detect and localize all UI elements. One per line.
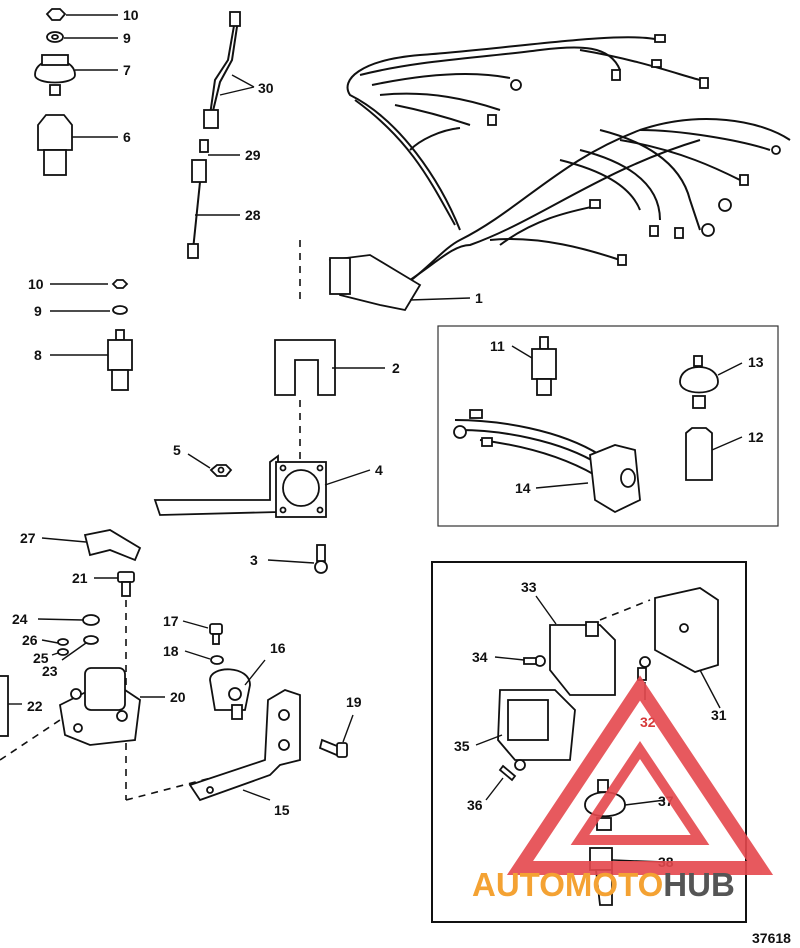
callout-21: 21 [72,570,88,586]
callout-18: 18 [163,643,179,659]
callout-28: 28 [245,207,261,223]
callout-15: 15 [274,802,290,818]
callout-10: 10 [123,7,139,23]
hex-nut [209,464,233,477]
screw-32 [637,656,651,681]
screw [314,544,328,574]
module-33 [549,621,616,696]
callout-22: 22 [27,698,43,714]
assembly-line [599,599,651,621]
callout-17: 17 [163,613,179,629]
callout-6: 6 [123,129,131,145]
callout-33: 33 [521,579,537,595]
bolt-21 [117,571,135,597]
callout-1: 1 [475,290,483,306]
callout-36: 36 [467,797,483,813]
watermark-logo [506,675,774,875]
callout-3: 3 [250,552,258,568]
callout-34: 34 [472,649,488,665]
clip-27 [83,529,142,562]
callout-23: 23 [42,663,58,679]
callout-20: 20 [170,689,186,705]
screw-36 [498,759,526,782]
callout-19: 19 [346,694,362,710]
adapter-12 [685,427,713,481]
diagram-id: 37618 [752,930,791,946]
callout-26: 26 [22,632,38,648]
leader-lines [8,14,743,863]
watermark-text: AUTOMOTOHUB [472,866,735,903]
callout-9: 9 [123,30,131,46]
callouts: 10 9 7 6 30 29 28 1 2 4 5 3 10 9 8 27 21… [12,7,764,870]
inset-box-sensors [437,325,779,527]
callout-12: 12 [748,429,764,445]
bolt-19 [318,738,348,758]
watermark-inner-triangle [570,740,710,845]
washer-18 [210,655,224,665]
callout-29: 29 [245,147,261,163]
sensor-stack-top [34,8,76,176]
mounting-bracket [153,454,327,518]
wiring-harness [328,34,791,312]
part-22 [0,675,9,737]
callout-24: 24 [12,611,28,627]
callout-30: 30 [258,80,274,96]
coil-14 [453,409,641,514]
callout-2: 2 [392,360,400,376]
wire-leads [187,11,241,259]
screw-34 [523,655,546,667]
callout-8: 8 [34,347,42,363]
callout-16: 16 [270,640,286,656]
callout-25: 25 [33,650,49,666]
bracket-15 [188,689,301,802]
callout-9: 9 [34,303,42,319]
watermark-hub: HUB [663,866,735,903]
bracket-31 [654,587,719,673]
watermark-auto: AUTO [472,866,565,903]
callout-5: 5 [173,442,181,458]
callout-27: 27 [20,530,36,546]
screw-17 [209,623,223,645]
callout-11: 11 [490,338,505,354]
watermark-triangle [506,675,774,875]
callout-10: 10 [28,276,44,292]
callout-35: 35 [454,738,470,754]
solenoid-20 [59,667,141,746]
inset-box-ignition [431,561,747,923]
sensor-11 [531,336,557,396]
assembly-line [0,719,61,761]
callout-13: 13 [748,354,764,370]
sensor-13 [679,355,719,409]
watermark-moto: MOTO [565,866,663,903]
module-35 [497,689,576,761]
sender-16 [209,668,251,720]
callout-31: 31 [711,707,727,723]
callout-4: 4 [375,462,383,478]
callout-7: 7 [123,62,131,78]
callout-14: 14 [515,480,531,496]
harness-clamp [274,339,336,396]
sensor-left [107,279,133,391]
